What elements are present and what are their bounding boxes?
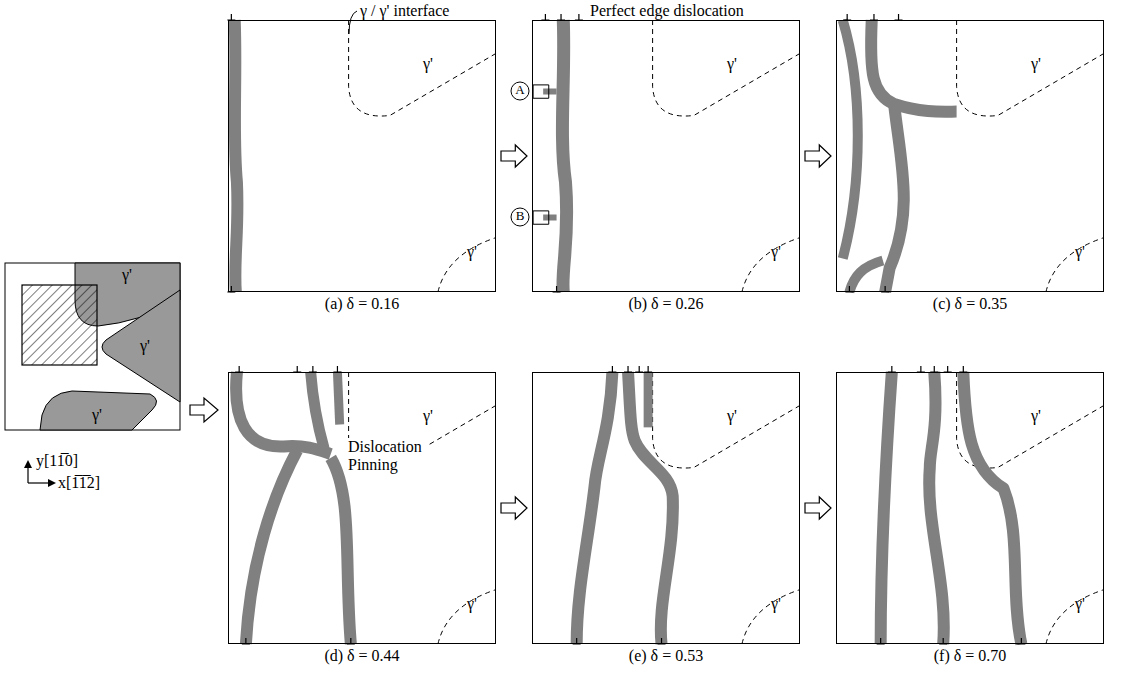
figure-label: B	[516, 209, 525, 223]
panel-caption: (e) δ = 0.53	[629, 647, 703, 665]
figure-label: γ / γ' interface	[360, 2, 449, 20]
figure-label: γ'	[467, 595, 477, 613]
panel-caption: (f) δ = 0.70	[934, 647, 1007, 665]
snapshot-panel: (b) δ = 0.26	[532, 20, 800, 292]
sequence-arrow	[501, 497, 527, 519]
figure-label: Dislocation Pinning	[346, 438, 428, 473]
figure-label: γ'	[727, 407, 737, 425]
figure-label: γ'	[1075, 595, 1085, 613]
dislocation-ticks	[227, 14, 1025, 644]
figure-label: γ'	[140, 337, 150, 355]
figure-label: Perfect edge dislocation	[590, 2, 744, 20]
snapshot-panel: (a) δ = 0.16	[228, 20, 496, 292]
snapshot-panel: (c) δ = 0.35	[836, 20, 1104, 292]
figure-label: γ'	[1031, 55, 1041, 73]
figure-label: γ'	[423, 55, 433, 73]
snapshot-panel: (d) δ = 0.44	[228, 372, 496, 644]
figure-label: γ'	[122, 266, 132, 284]
dislocation-bands	[235, 20, 1104, 644]
figure-label: γ'	[727, 55, 737, 73]
figure-label: γ'	[92, 406, 102, 424]
panel-caption: (a) δ = 0.16	[325, 295, 399, 313]
schematic	[5, 11, 357, 487]
figure-label: γ'	[467, 243, 477, 261]
figure-label: A	[515, 83, 524, 97]
figure-label: γ'	[1031, 407, 1041, 425]
figure-label: x[1̅1̅2]	[58, 474, 100, 492]
figure-label: γ'	[771, 595, 781, 613]
panel-caption: (b) δ = 0.26	[628, 295, 703, 313]
snapshot-panel: (f) δ = 0.70	[836, 372, 1104, 644]
figure-label: γ'	[1075, 243, 1085, 261]
snapshot-panel: (e) δ = 0.53	[532, 372, 800, 644]
sequence-arrow	[805, 497, 831, 519]
sequence-arrow	[501, 145, 527, 167]
figure-label: γ'	[423, 407, 433, 425]
figure-label: y[11̅0]	[36, 452, 78, 470]
panel-caption: (d) δ = 0.44	[324, 647, 399, 665]
figure-label: γ'	[771, 243, 781, 261]
panel-caption: (c) δ = 0.35	[933, 295, 1007, 313]
sequence-arrow	[805, 145, 831, 167]
